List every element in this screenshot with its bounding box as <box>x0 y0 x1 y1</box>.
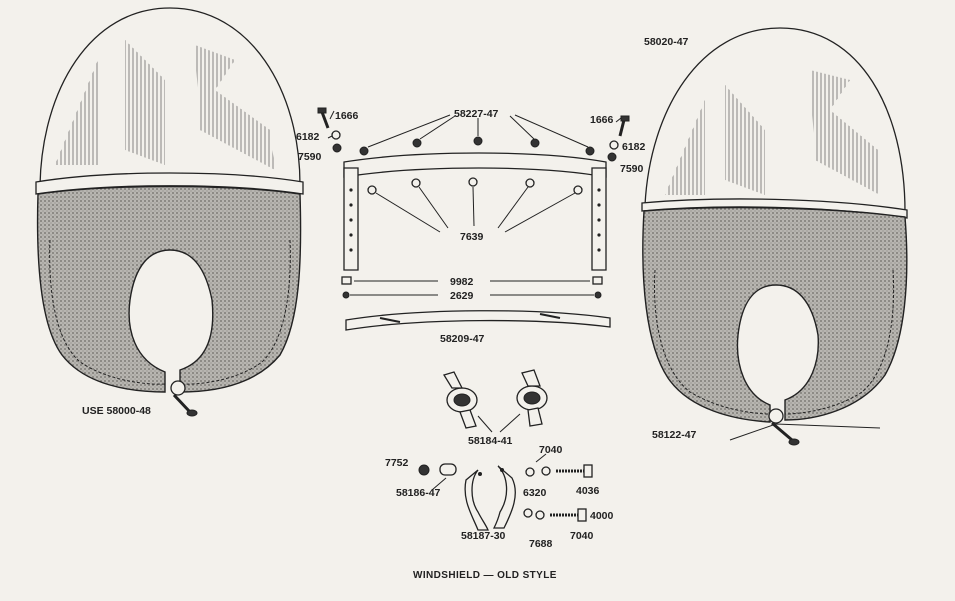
label-58122-47: 58122-47 <box>652 429 697 441</box>
label-use-58000-48: USE 58000-48 <box>82 405 151 417</box>
part-labels: USE 58000-48 58020-47 58122-47 1666 6182… <box>82 36 697 581</box>
label-58227-47: 58227-47 <box>454 108 499 120</box>
label-7639: 7639 <box>460 231 484 243</box>
left-apron <box>36 185 302 417</box>
label-58184-41: 58184-41 <box>468 435 513 447</box>
left-windshield <box>35 7 304 195</box>
diagram-caption: WINDSHIELD — OLD STYLE <box>413 570 557 581</box>
hardware-left <box>317 107 342 153</box>
label-4000: 4000 <box>590 510 614 522</box>
label-58209-47: 58209-47 <box>440 333 485 345</box>
label-58020-47: 58020-47 <box>644 36 689 48</box>
label-58187-30: 58187-30 <box>461 530 506 542</box>
clamp-assembly <box>418 369 593 531</box>
frame-assembly <box>341 136 611 331</box>
right-windshield <box>641 27 908 219</box>
label-6182-left: 6182 <box>296 131 320 143</box>
label-58186-47: 58186-47 <box>396 487 441 499</box>
label-7752: 7752 <box>385 457 409 469</box>
label-6320: 6320 <box>523 487 547 499</box>
label-9982: 9982 <box>450 276 474 288</box>
frame-brackets <box>359 136 595 156</box>
hardware-right <box>607 115 630 162</box>
label-4036: 4036 <box>576 485 600 497</box>
label-7590-right: 7590 <box>620 163 644 175</box>
label-7040-bottom: 7040 <box>570 530 594 542</box>
label-1666-left: 1666 <box>335 110 359 122</box>
label-7040-top: 7040 <box>539 444 563 456</box>
label-7688: 7688 <box>529 538 553 550</box>
label-2629: 2629 <box>450 290 474 302</box>
leader-lines <box>327 110 622 491</box>
right-apron <box>642 206 908 446</box>
frame-screws <box>367 177 583 195</box>
label-7590-left: 7590 <box>298 151 322 163</box>
label-1666-right: 1666 <box>590 114 614 126</box>
label-6182-right: 6182 <box>622 141 646 153</box>
